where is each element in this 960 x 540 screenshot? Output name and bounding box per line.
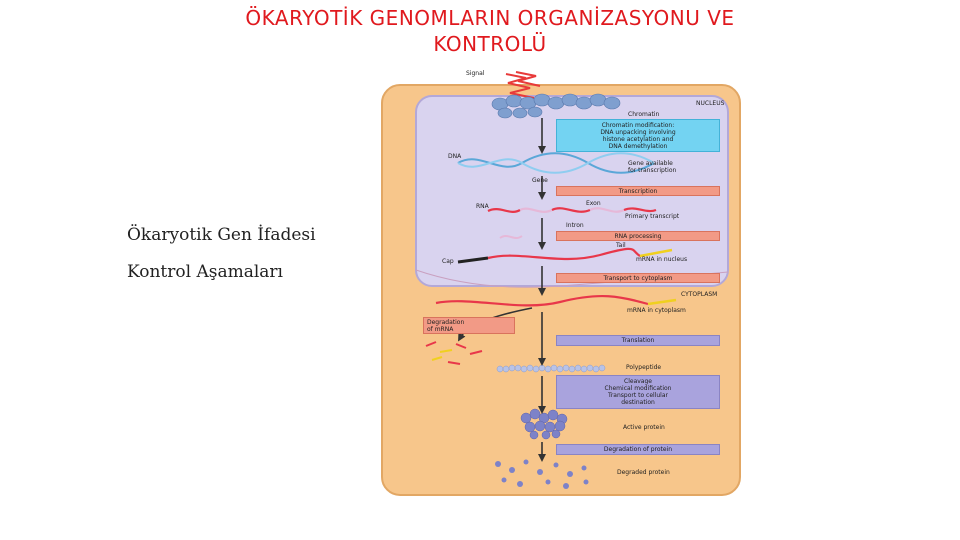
signal-label: Signal (466, 70, 485, 77)
cap-label: Cap (442, 258, 454, 265)
side-label-line2: Kontrol Aşamaları (127, 262, 283, 282)
chromatin-box-line3: histone acetylation and (602, 135, 674, 143)
protein-processing-box: Cleavage Chemical modification Transport… (556, 375, 720, 409)
mrna-nucleus-icon (457, 247, 673, 264)
signal-zigzag-icon (505, 71, 541, 99)
chromatin-box-line1: Chromatin modification: (601, 121, 675, 129)
primary-transcript-label: Primary transcript (625, 213, 680, 220)
protein-processing-line1: Cleavage (624, 378, 652, 385)
polypeptide-label: Polypeptide (626, 364, 662, 371)
degraded-protein-label: Degraded protein (617, 469, 670, 476)
gene-available-line2: for transcription (628, 167, 677, 174)
page-title-line2: KONTROLÜ (433, 32, 547, 56)
dna-helix-icon (457, 152, 655, 174)
protein-processing-line4: destination (621, 399, 655, 406)
intron-label: Intron (566, 222, 584, 229)
translation-box: Translation (556, 335, 720, 346)
mrna-nucleus-label: mRNA in nucleus (636, 256, 688, 263)
gene-available-line1: Gene available (628, 160, 673, 167)
degradation-mrna-box: Degradation of mRNA (423, 317, 515, 334)
degraded-mrna-icon (425, 341, 483, 365)
active-protein-blob-icon (520, 408, 568, 440)
nucleus-label: NUCLEUS (696, 100, 725, 107)
mrna-cytoplasm-label: mRNA in cytoplasm (627, 307, 686, 314)
protein-processing-line2: Chemical modification (604, 385, 672, 392)
rna-processing-box: RNA processing (556, 231, 720, 241)
exon-label: Exon (586, 200, 601, 207)
cytoplasm-label: CYTOPLASM (681, 291, 718, 298)
flow-arrow-icon (458, 118, 546, 462)
degradation-protein-box: Degradation of protein (556, 444, 720, 455)
gene-label: Gene (532, 177, 548, 184)
chromatin-label: Chromatin (628, 111, 660, 118)
active-protein-label: Active protein (623, 424, 665, 431)
mrna-cytoplasm-icon (435, 294, 677, 307)
polypeptide-chain-icon (496, 364, 606, 373)
chromatin-coil-icon (491, 93, 621, 119)
chromatin-box-line4: DNA demethylation (608, 142, 668, 150)
degraded-protein-icon (495, 459, 589, 489)
chromatin-box-line2: DNA unpacking involving (600, 128, 676, 136)
rna-label: RNA (476, 203, 489, 210)
transcription-box: Transcription (556, 186, 720, 196)
primary-transcript-icon (487, 207, 657, 213)
dna-label: DNA (448, 153, 462, 160)
side-label-line1: Ökaryotik Gen İfadesi (127, 225, 316, 245)
transport-cytoplasm-box: Transport to cytoplasm (556, 273, 720, 283)
protein-processing-line3: Transport to cellular (608, 392, 668, 399)
tail-label: Tail (616, 242, 626, 249)
page-title-line1: ÖKARYOTİK GENOMLARIN ORGANİZASYONU VE (245, 6, 735, 30)
degradation-mrna-line2: of mRNA (427, 325, 454, 333)
degradation-mrna-line1: Degradation (427, 318, 465, 326)
chromatin-modification-box: Chromatin modification: DNA unpacking in… (556, 119, 720, 152)
